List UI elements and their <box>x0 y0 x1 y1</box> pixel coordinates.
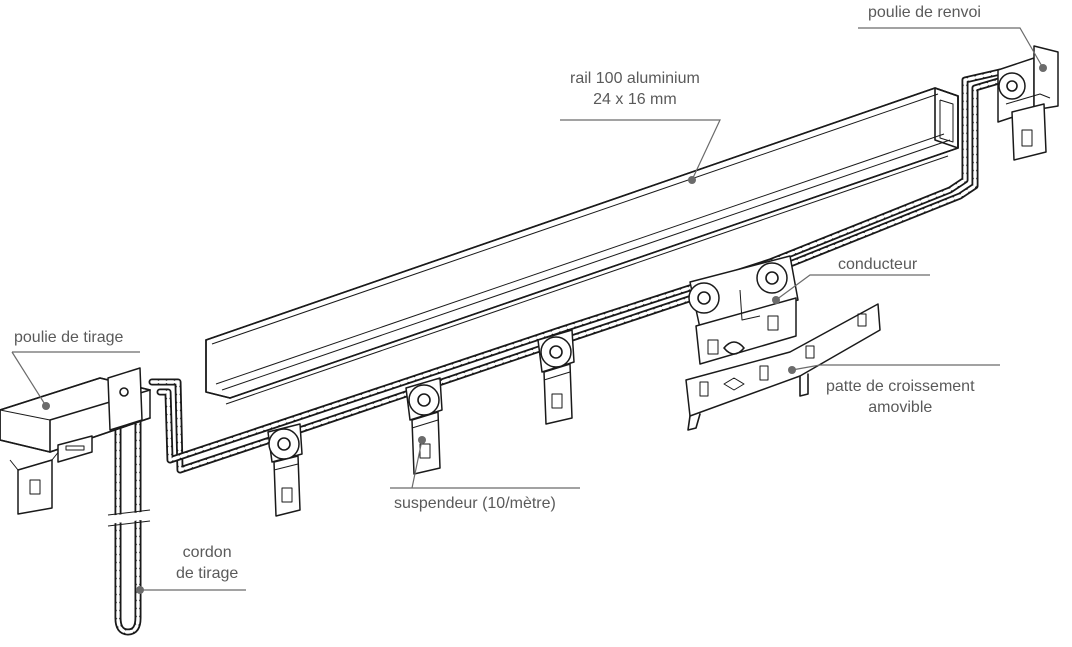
hanger-2 <box>405 377 443 475</box>
label-suspendeur: suspendeur (10/mètre) <box>394 493 556 514</box>
label-rail: rail 100 aluminium 24 x 16 mm <box>570 68 700 110</box>
label-rail-line2: 24 x 16 mm <box>593 91 677 108</box>
label-cordon-line1: cordon <box>182 544 232 561</box>
overlap-arm <box>685 303 881 431</box>
label-poulie-de-renvoi-text: poulie de renvoi <box>868 4 981 21</box>
aluminium-rail <box>205 87 959 405</box>
label-conducteur: conducteur <box>838 254 917 275</box>
pull-pulley-box <box>0 367 151 515</box>
master-carrier <box>688 255 799 365</box>
label-poulie-de-renvoi: poulie de renvoi <box>868 2 981 23</box>
label-patte-line1: patte de croissement <box>826 378 975 395</box>
label-conducteur-text: conducteur <box>838 256 918 273</box>
label-poulie-de-tirage-text: poulie de tirage <box>14 329 124 346</box>
label-suspendeur-text: suspendeur (10/mètre) <box>394 495 556 512</box>
cord-loop <box>148 68 1006 474</box>
hanger-1 <box>267 423 303 517</box>
label-patte-de-croissement: patte de croissement amovible <box>826 376 975 418</box>
label-patte-line2: amovible <box>868 399 933 416</box>
return-pulley <box>997 45 1059 161</box>
hanger-3 <box>537 329 575 425</box>
label-poulie-de-tirage: poulie de tirage <box>14 327 123 348</box>
label-rail-line1: rail 100 aluminium <box>570 70 700 87</box>
leader-lines <box>11 27 1047 594</box>
pull-cord <box>107 416 151 636</box>
label-cordon-de-tirage: cordon de tirage <box>176 542 238 584</box>
label-cordon-line2: de tirage <box>176 565 239 582</box>
